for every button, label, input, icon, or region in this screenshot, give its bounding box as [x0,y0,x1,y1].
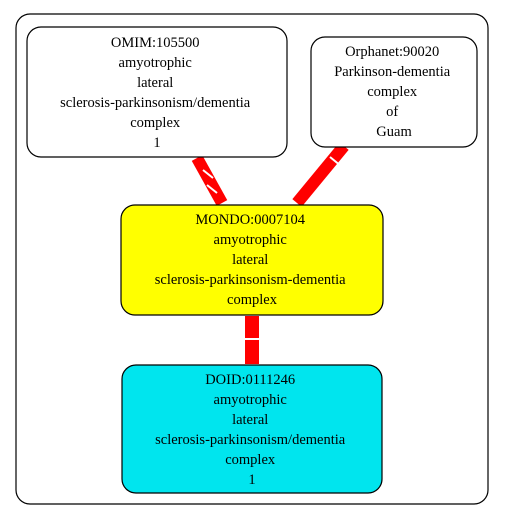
node-omim[interactable]: OMIM:105500 amyotrophic lateral sclerosi… [26,26,288,158]
node-omim-line: 1 [153,135,160,151]
edge-mondo-to-doid [243,316,261,364]
node-mondo-label: MONDO:0007104 amyotrophic lateral sclero… [155,212,350,308]
node-omim-line: OMIM:105500 [111,35,200,51]
node-doid-line: complex [225,452,276,468]
node-mondo-line: MONDO:0007104 [195,212,305,228]
node-omim-label: OMIM:105500 amyotrophic lateral sclerosi… [60,35,254,151]
node-orphanet-line: Orphanet:90020 [345,44,439,60]
node-doid-line: sclerosis-parkinsonism/dementia [155,432,346,448]
node-mondo-line: amyotrophic [214,232,287,248]
node-mondo[interactable]: MONDO:0007104 amyotrophic lateral sclero… [120,204,384,316]
node-doid-line: amyotrophic [214,392,287,408]
node-orphanet-line: complex [367,84,418,100]
edge-orphanet-to-mondo [292,142,349,207]
node-omim-line: complex [130,115,181,131]
node-doid-label: DOID:0111246 amyotrophic lateral scleros… [155,372,349,488]
node-doid-line: 1 [248,472,255,488]
node-mondo-line: lateral [232,252,268,268]
node-orphanet-line: Parkinson-dementia [334,64,451,80]
node-doid-line: DOID:0111246 [205,372,295,388]
node-doid[interactable]: DOID:0111246 amyotrophic lateral scleros… [121,364,383,494]
node-orphanet-label: Orphanet:90020 Parkinson-dementia comple… [334,44,454,140]
node-mondo-line: complex [227,292,278,308]
edge-omim-to-mondo [191,155,228,206]
node-orphanet-line: Guam [376,124,412,140]
node-omim-line: sclerosis-parkinsonism/dementia [60,95,251,111]
node-omim-line: amyotrophic [119,55,192,71]
node-omim-line: lateral [137,75,173,91]
node-orphanet[interactable]: Orphanet:90020 Parkinson-dementia comple… [310,36,478,148]
node-doid-line: lateral [232,412,268,428]
node-orphanet-line: of [386,104,398,120]
node-mondo-line: sclerosis-parkinsonism-dementia [155,272,346,288]
